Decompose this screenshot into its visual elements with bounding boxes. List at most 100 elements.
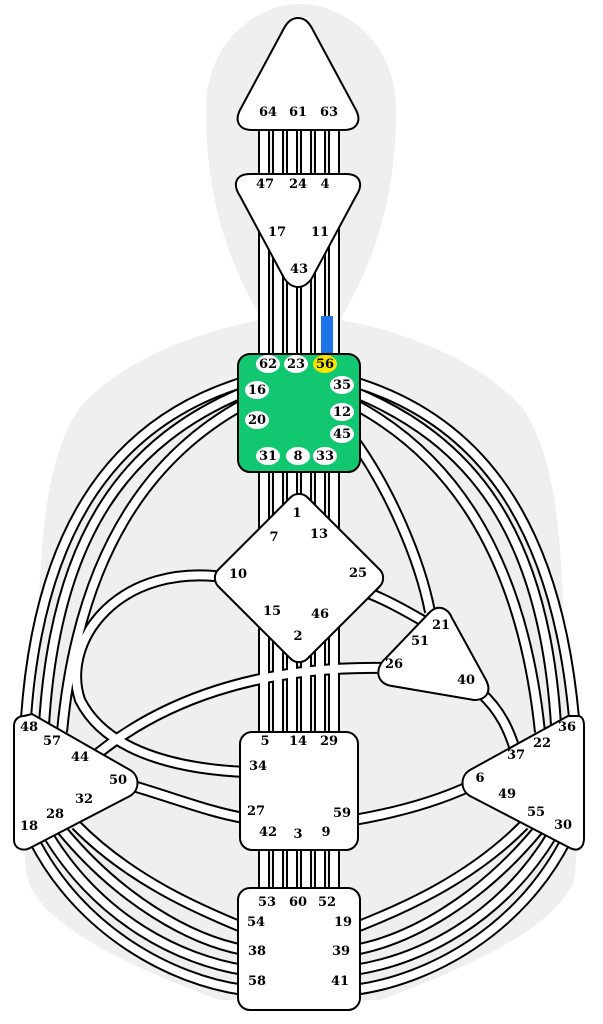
gate-11: 11 — [311, 225, 329, 240]
channel-inner-17 — [352, 400, 544, 733]
gate-50: 50 — [109, 773, 127, 788]
gate-28: 28 — [46, 807, 64, 822]
ajna-center — [234, 173, 362, 288]
gate-60: 60 — [289, 895, 307, 910]
channel-inner-31 — [353, 827, 542, 954]
channel-inner-29 — [353, 838, 570, 994]
gate-23-badge — [284, 355, 308, 373]
channel-inner-19 — [72, 571, 247, 776]
gate-36: 36 — [558, 720, 576, 735]
gate-63: 63 — [320, 105, 338, 120]
gate-64: 64 — [259, 105, 277, 120]
gate-49: 49 — [498, 787, 516, 802]
channel-inner-18 — [350, 437, 434, 613]
gate-51: 51 — [411, 634, 429, 649]
gate-33: 33 — [316, 449, 334, 464]
channel-inner-13 — [40, 388, 246, 726]
gate-35-badge — [330, 376, 354, 394]
gate-30: 30 — [554, 818, 572, 833]
channel-inner-26 — [44, 832, 245, 974]
gate-62-badge — [256, 355, 280, 373]
solar-plexus-center — [461, 715, 585, 851]
channel-inner-16 — [352, 388, 560, 726]
gate-47: 47 — [256, 177, 274, 192]
gate-9: 9 — [321, 825, 330, 840]
channel-inner-14 — [58, 400, 246, 733]
gate-54: 54 — [247, 915, 265, 930]
channel-inner-15 — [352, 378, 578, 719]
gate-5: 5 — [260, 734, 269, 749]
gate-38: 38 — [248, 944, 266, 959]
gate-61: 61 — [289, 105, 307, 120]
gate-12: 12 — [333, 405, 351, 420]
spleen-center — [13, 713, 139, 851]
gate-45: 45 — [333, 427, 351, 442]
gate-29: 29 — [320, 734, 338, 749]
channel-inner-27 — [58, 827, 245, 954]
gate-23: 23 — [287, 357, 305, 372]
gate-4: 4 — [320, 177, 329, 192]
gate-27: 27 — [247, 804, 265, 819]
gate-33-badge — [313, 447, 337, 465]
gate-8-badge — [286, 447, 310, 465]
channel-inner-28 — [73, 822, 246, 932]
gate-12-badge — [330, 403, 354, 421]
gate-37: 37 — [507, 748, 525, 763]
gate-57: 57 — [43, 734, 61, 749]
gate-52: 52 — [318, 895, 336, 910]
gate-6: 6 — [475, 771, 484, 786]
channel-inner-12 — [22, 378, 246, 719]
gate-55: 55 — [527, 805, 545, 820]
gate-26: 26 — [385, 657, 403, 672]
gate-10: 10 — [229, 567, 247, 582]
gate-41: 41 — [331, 974, 349, 989]
gate-7: 7 — [269, 530, 278, 545]
gate-20-badge — [245, 411, 269, 429]
gate-16-badge — [245, 381, 269, 399]
gate-13: 13 — [310, 527, 328, 542]
gate-14: 14 — [289, 734, 307, 749]
gate-21: 21 — [432, 618, 450, 633]
centers-layer — [13, 17, 585, 1011]
gate-40: 40 — [457, 673, 475, 688]
root-center — [237, 887, 361, 1011]
gate-31-badge — [256, 447, 280, 465]
gate-43: 43 — [290, 262, 308, 277]
heart-center — [377, 606, 490, 701]
gate-56-badge — [313, 355, 337, 373]
channel-inner-25 — [30, 838, 245, 994]
gate-46: 46 — [311, 607, 329, 622]
gate-3: 3 — [293, 827, 302, 842]
gate-39: 39 — [332, 944, 350, 959]
gate-15: 15 — [263, 604, 281, 619]
gate-2: 2 — [293, 629, 302, 644]
head-center — [236, 17, 360, 131]
channel-inner-23 — [128, 781, 245, 822]
gate-45-badge — [330, 425, 354, 443]
gate-42: 42 — [259, 825, 277, 840]
gate-8: 8 — [293, 449, 302, 464]
throat-center — [237, 353, 361, 473]
gate-59: 59 — [333, 806, 351, 821]
gate-32: 32 — [75, 792, 93, 807]
gate-17: 17 — [268, 225, 286, 240]
gate-19: 19 — [334, 915, 352, 930]
g-center — [213, 492, 385, 664]
channel-inner-32 — [352, 822, 527, 932]
gate-56: 56 — [316, 357, 334, 372]
gate-53: 53 — [258, 895, 276, 910]
gate-34: 34 — [249, 759, 267, 774]
gate-35: 35 — [333, 378, 351, 393]
channel-inner-30 — [353, 832, 556, 974]
gate-58: 58 — [248, 974, 266, 989]
activation-marker — [321, 316, 333, 356]
gate-44: 44 — [71, 750, 89, 765]
gate-62: 62 — [259, 357, 277, 372]
sacral-center — [239, 731, 359, 851]
gate-48: 48 — [20, 720, 38, 735]
gate-1: 1 — [292, 506, 301, 521]
gate-18: 18 — [20, 819, 38, 834]
gate-16: 16 — [248, 383, 266, 398]
